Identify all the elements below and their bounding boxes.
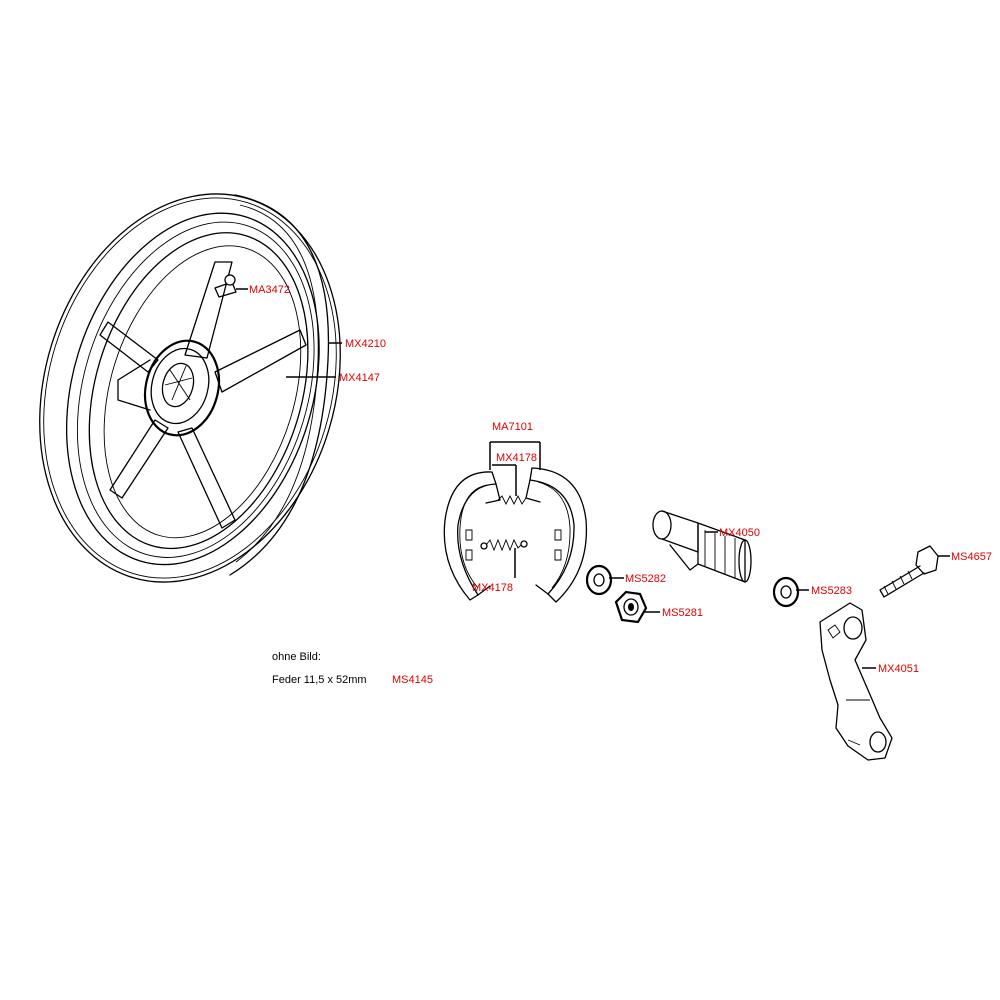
- brake-shoe-set-drawing: [443, 467, 588, 603]
- washer-ms5283-drawing: [772, 576, 800, 608]
- part-label-ma7101: MA7101: [492, 421, 533, 433]
- part-label-mx4147: MX4147: [339, 372, 380, 384]
- part-label-ms5282: MS5282: [625, 573, 666, 585]
- part-label-mx4178-bottom: MX4178: [472, 582, 513, 594]
- notes-item-description: Feder 11,5 x 52mm: [272, 674, 367, 686]
- rear-wheel-drawing: [39, 193, 341, 583]
- notes-item-part-number: MS4145: [392, 674, 433, 686]
- notes-heading: ohne Bild:: [272, 651, 321, 663]
- bracket-mx4051-drawing: [819, 602, 893, 761]
- washer-ms5282-drawing: [585, 564, 613, 596]
- part-label-ms5281: MS5281: [662, 607, 703, 619]
- part-label-mx4051: MX4051: [878, 663, 919, 675]
- notes-block: ohne Bild: Feder 11,5 x 52mm MS4145: [272, 651, 433, 686]
- part-label-mx4050: MX4050: [719, 527, 760, 539]
- nut-ms5281-drawing: [614, 590, 648, 624]
- part-label-ms4657: MS4657: [951, 551, 992, 563]
- part-label-ms5283: MS5283: [811, 585, 852, 597]
- axle-drawing: [652, 510, 752, 583]
- part-label-ma3472: MA3472: [249, 284, 290, 296]
- leader-lines: [236, 288, 950, 669]
- part-labels: MA3472 MX4210 MX4147 MA7101 MX4178 MX417…: [249, 284, 992, 675]
- part-label-mx4178-top: MX4178: [496, 452, 537, 464]
- bolt-ms4657-drawing: [879, 545, 939, 598]
- part-label-mx4210: MX4210: [345, 338, 386, 350]
